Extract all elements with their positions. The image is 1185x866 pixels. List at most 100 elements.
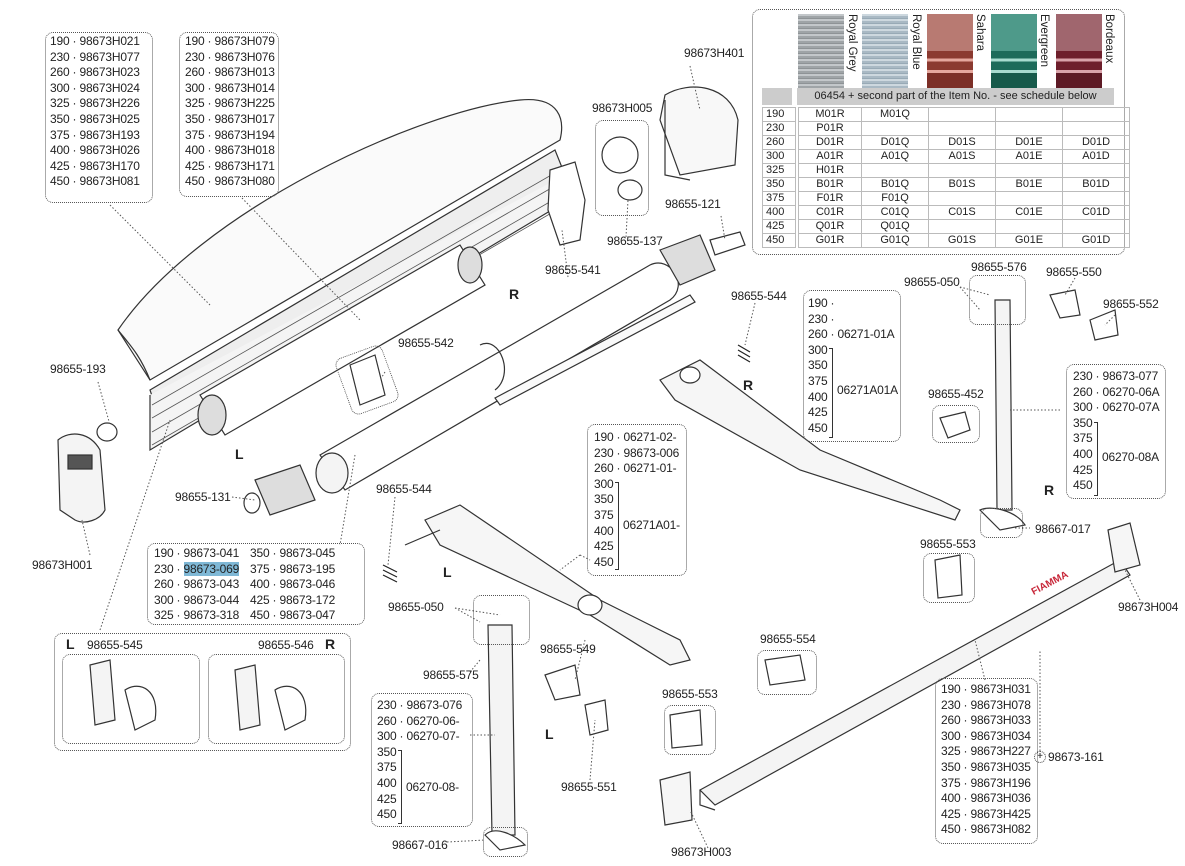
size: 350 (1073, 415, 1093, 430)
part-row: 450 · 98673H080 (185, 174, 275, 189)
size-cell: 300 (762, 149, 796, 164)
roller-list-left: 190 · 98673-041 230 · 98673-069 260 · 98… (154, 546, 239, 624)
bracket-kit-right-part: 98655-546 (258, 638, 314, 652)
size: 425 (1073, 462, 1093, 477)
part-row: 260 · 98673-043 (154, 577, 240, 592)
part-row: 325 · 98673-318 (154, 608, 240, 623)
swatch-label-royal-blue: Royal Blue (910, 14, 922, 70)
part-row: 260 · 98673H023 (50, 65, 140, 80)
leg-top-left-box (473, 595, 530, 645)
fabric-code-cell: D01R (798, 135, 862, 150)
part-label[interactable]: 98655-541 (545, 263, 601, 277)
size: 450 (1073, 478, 1093, 493)
front-lead-bar (699, 559, 1131, 806)
end-cap-left (57, 433, 106, 523)
part-row: 230 · 98673H077 (50, 49, 140, 64)
fabric-table-header: 06454 + second part of the Item No. - se… (797, 88, 1114, 105)
part-label[interactable]: 98655-549 (540, 642, 596, 656)
fabric-code-cell: B01Q (861, 177, 929, 192)
part-row: 300 · 98673H024 (50, 80, 140, 95)
part-label[interactable]: 98655-575 (423, 668, 479, 682)
highlighted-part-number[interactable]: 98673-069 (183, 561, 240, 576)
swatch-royal-grey (798, 14, 844, 88)
fabric-code-cell (995, 121, 1063, 136)
fabric-code-cell: M01R (798, 107, 862, 122)
size-prefix: 230 · (154, 561, 184, 576)
motor-group-box (595, 120, 649, 216)
part-label[interactable]: 98655-553 (920, 537, 976, 551)
right-leg-part-rows: 230 · 98673-077 260 · 06270-06A 300 · 06… (1073, 368, 1160, 493)
fabric-code-cell: B01R (798, 177, 862, 192)
fabric-code-cell: C01R (798, 205, 862, 220)
part-452-box (932, 405, 980, 443)
size: 350 (377, 744, 397, 759)
part-row: 300 · 98673H014 (185, 80, 275, 95)
size-cell: 260 (762, 135, 796, 150)
part-label[interactable]: 98655-552 (1103, 297, 1159, 311)
part-label[interactable]: 98655-131 (175, 490, 231, 504)
end-cap-right (659, 86, 739, 176)
part-label[interactable]: 98655-544 (731, 289, 787, 303)
end-plug-left (243, 464, 316, 516)
fabric-code-cell: G01S (928, 233, 996, 248)
part-label[interactable]: 98667-016 (392, 838, 448, 852)
size: 400 (808, 389, 828, 404)
fabric-code-cell: F01Q (861, 191, 929, 206)
fabric-code-cell (861, 163, 929, 178)
size: 350 (808, 358, 828, 373)
part-row: 300 · 06270-07A (1073, 400, 1160, 415)
size: 375 (1073, 431, 1093, 446)
part-row: 375 · 98673H193 (50, 127, 140, 142)
part-label[interactable]: 98655-550 (1046, 265, 1102, 279)
size: 400 (1073, 446, 1093, 461)
part-label[interactable]: 98673H001 (32, 558, 93, 572)
part-label[interactable]: 98673H401 (684, 46, 745, 60)
bracket-kit-left-side: L (66, 636, 75, 652)
swatch-label-sahara: Sahara (974, 14, 986, 52)
part-row: 190 · 98673-041 (154, 546, 240, 560)
fabric-header-size-cell (762, 88, 792, 105)
part-row: 450 · 98673H081 (50, 174, 140, 189)
part-label[interactable]: 98667-017 (1035, 522, 1091, 536)
leg-top-right-box (969, 275, 1026, 325)
part-row: 375 · 98673H196 (941, 775, 1031, 790)
part-label[interactable]: 98655-554 (760, 632, 816, 646)
part-label[interactable]: 98655-050 (904, 275, 960, 289)
spring-left (382, 564, 398, 583)
swatch-sahara (927, 14, 973, 88)
fabric-code-cell (995, 163, 1063, 178)
swatch-royal-blue (862, 14, 908, 88)
part-553b-box (664, 705, 716, 755)
part-label[interactable]: 98655-542 (398, 336, 454, 350)
part-label[interactable]: 98673-161 (1048, 750, 1104, 764)
part-row: 425 · 98673H170 (50, 158, 140, 173)
part-label[interactable]: 98655-544 (376, 482, 432, 496)
part-label[interactable]: 98673H004 (1118, 600, 1179, 614)
part-row: 425 · 98673-172 (250, 592, 336, 607)
part-label[interactable]: 98673H005 (592, 101, 653, 115)
part-label[interactable]: 98655-050 (388, 600, 444, 614)
size: 450 (594, 554, 614, 569)
part-label[interactable]: 98673H003 (671, 845, 732, 859)
right-leg-part-list (1066, 364, 1166, 499)
fabric-code-cell (928, 163, 996, 178)
side-label-r: R (743, 377, 754, 393)
part-label[interactable]: 98655-121 (665, 197, 721, 211)
part-label[interactable]: 98655-452 (928, 387, 984, 401)
part-label[interactable]: 98655-576 (971, 260, 1027, 274)
part-row: 325 · 98673H225 (185, 96, 275, 111)
part-row: 400 · 98673H018 (185, 143, 275, 158)
part-label[interactable]: 98655-551 (561, 780, 617, 794)
fabric-code-cell: B01S (928, 177, 996, 192)
part-row: 350 · 98673H035 (941, 759, 1031, 774)
part-label[interactable]: 98655-553 (662, 687, 718, 701)
part-label[interactable]: 98655-137 (607, 234, 663, 248)
size-cell: 230 (762, 121, 796, 136)
fabric-code-cell (861, 121, 929, 136)
part-label[interactable]: 98655-193 (50, 362, 106, 376)
